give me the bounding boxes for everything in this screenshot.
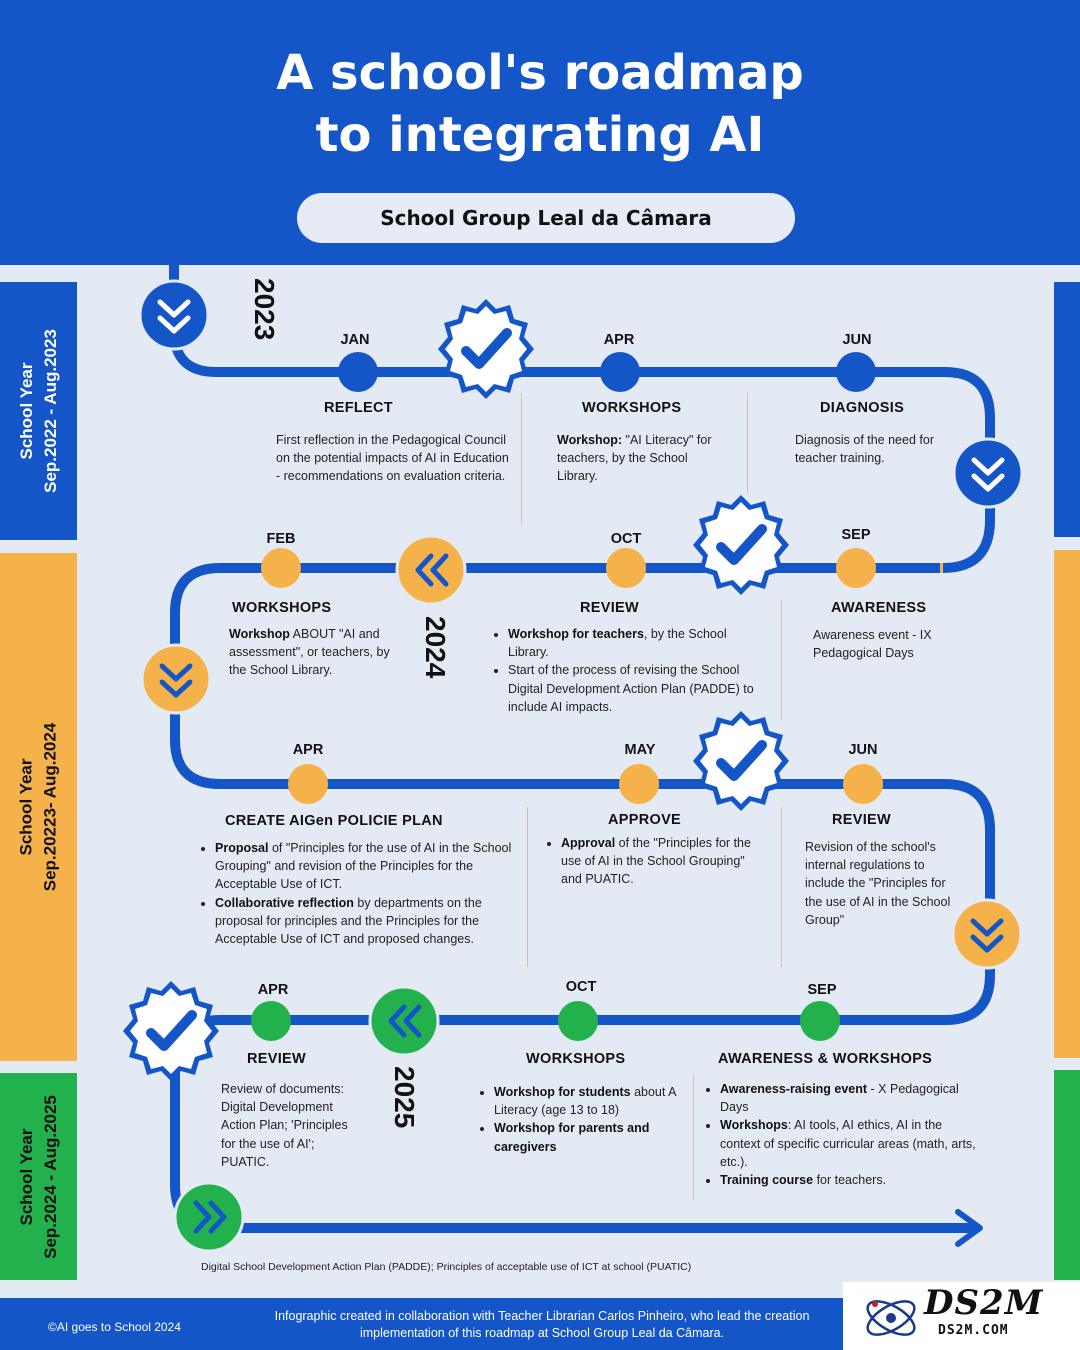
check-badge-icon	[693, 495, 789, 595]
milestone-title: REFLECT	[324, 400, 393, 416]
milestone-description: Review of documents: Digital Development…	[221, 1082, 348, 1169]
school-name-pill: School Group Leal da Câmara	[297, 193, 795, 243]
divider	[693, 1075, 694, 1200]
milestone-dot-may-2024	[619, 764, 659, 804]
milestone-dot-feb-2024	[261, 548, 301, 588]
double-chevron-right-icon	[173, 1181, 245, 1253]
month-label: JUN	[848, 742, 878, 758]
atom-logo-icon	[866, 1300, 916, 1336]
watermark-brand: DS2M	[924, 1283, 1044, 1323]
milestone-dot-jun-2024	[843, 764, 883, 804]
month-label: APR	[292, 742, 324, 758]
milestone-description: Workshop for teachers, by the School Lib…	[494, 625, 764, 716]
end-arrow-icon	[955, 1209, 983, 1247]
milestone-title: WORKSHOPS	[526, 1051, 626, 1067]
divider	[521, 393, 522, 523]
month-label: JUN	[842, 332, 872, 348]
milestone-dot-apr-2024	[288, 764, 328, 804]
double-chevron-left-icon	[368, 985, 440, 1057]
path-segment-2023	[169, 262, 995, 573]
right-band-green	[1054, 1070, 1080, 1280]
milestone-title: APPROVE	[608, 812, 682, 828]
month-label: OCT	[610, 531, 642, 547]
divider	[781, 600, 782, 720]
milestone-description: Awareness-raising event - X Pedagogical …	[706, 1080, 976, 1189]
milestone-title: DIAGNOSIS	[820, 400, 905, 416]
double-chevron-down-icon	[138, 279, 210, 351]
milestone-dot-sep-2024	[800, 1001, 840, 1041]
milestone-description: Workshop ABOUT "AI and assessment", or t…	[229, 627, 390, 678]
month-label: APR	[257, 982, 289, 998]
month-label: MAY	[624, 742, 656, 758]
watermark-box	[843, 1282, 1080, 1350]
year-label-2024: 2024	[420, 616, 451, 679]
month-label: SEP	[841, 527, 871, 543]
double-chevron-left-icon	[395, 534, 467, 606]
milestone-title: AWARENESS & WORKSHOPS	[718, 1051, 933, 1067]
double-chevron-down-icon	[951, 898, 1023, 970]
milestone-title: REVIEW	[832, 812, 891, 828]
milestone-description: Workshop: "AI Literacy" for teachers, by…	[557, 433, 712, 484]
divider	[747, 393, 748, 493]
check-badge-icon	[693, 711, 789, 811]
band-2023-2024	[0, 553, 77, 1061]
milestone-title: WORKSHOPS	[232, 600, 332, 616]
milestone-dot-jun-2023	[836, 352, 876, 392]
milestone-description: Workshop for students about A Literacy (…	[480, 1083, 685, 1156]
milestone-title: REVIEW	[580, 600, 639, 616]
band-2024-2025	[0, 1073, 77, 1280]
milestone-dot-sep-2023	[836, 548, 876, 588]
credit-text: Infographic created in collaboration wit…	[274, 1309, 810, 1340]
check-badge-icon	[438, 299, 534, 399]
double-chevron-down-icon	[140, 643, 212, 715]
milestone-description: Proposal of "Principles for the use of A…	[201, 839, 513, 948]
milestone-description: First reflection in the Pedagogical Coun…	[276, 433, 509, 484]
milestone-description: Approval of the "Principles for the use …	[547, 834, 767, 889]
month-label: APR	[603, 332, 635, 348]
milestone-dot-jan-2023	[338, 352, 378, 392]
milestone-dot-apr-2023	[600, 352, 640, 392]
month-label: OCT	[565, 979, 597, 995]
milestone-description: Diagnosis of the need for teacher traini…	[795, 433, 934, 466]
right-band-orange	[1054, 550, 1080, 1058]
year-label-2023: 2023	[249, 278, 280, 341]
milestone-title: WORKSHOPS	[582, 400, 682, 416]
check-badge-icon	[123, 981, 219, 1081]
milestone-title: AWARENESS	[831, 600, 927, 616]
milestone-dot-oct-2023	[606, 548, 646, 588]
acronym-footnote: Digital School Development Action Plan (…	[201, 1261, 692, 1273]
month-label: FEB	[266, 531, 296, 547]
milestone-dot-apr-2025	[251, 1001, 291, 1041]
divider	[781, 807, 782, 967]
milestone-dot-oct-2024	[558, 1001, 598, 1041]
milestone-description: Revision of the school's internal regula…	[805, 840, 951, 927]
watermark-site: DS2M.COM	[938, 1323, 1009, 1338]
page-title: A school's roadmap to integrating AI	[276, 45, 804, 163]
double-chevron-down-icon	[952, 437, 1024, 509]
milestone-title: CREATE AIGen POLICIE PLAN	[225, 813, 443, 829]
milestone-title: REVIEW	[247, 1051, 306, 1067]
year-label-2025: 2025	[389, 1066, 420, 1129]
right-band-blue	[1054, 282, 1080, 537]
milestone-description: Awareness event - IX Pedagogical Days	[813, 628, 932, 661]
copyright-text: ©AI goes to School 2024	[48, 1320, 181, 1334]
month-label: SEP	[807, 982, 837, 998]
divider	[527, 807, 528, 967]
band-2022-2023	[0, 282, 77, 540]
month-label: JAN	[340, 332, 370, 348]
